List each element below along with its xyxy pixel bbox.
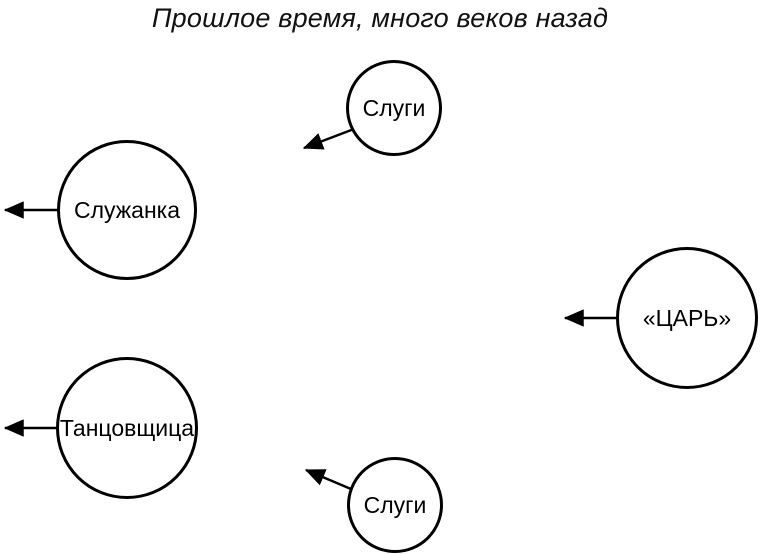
node-tsar-label: «ЦАРЬ» — [642, 304, 732, 331]
node-tantsovshchitsa: Танцовщица — [56, 357, 198, 499]
node-tantsovshchitsa-label: Танцовщица — [59, 414, 195, 441]
node-slugi-top: Слуги — [346, 60, 442, 156]
node-slugi-bottom-label: Слуги — [363, 491, 427, 518]
node-slugi-bottom: Слуги — [347, 457, 443, 553]
node-slugi-top-label: Слуги — [362, 94, 426, 121]
slugi-top-arrow — [302, 127, 355, 150]
slugi-bottom-arrow — [304, 468, 352, 491]
diagram-title: Прошлое время, много веков назад — [151, 3, 609, 33]
node-sluzhanka: Служанка — [57, 140, 197, 280]
node-sluzhanka-label: Служанка — [73, 196, 181, 223]
node-tsar: «ЦАРЬ» — [616, 247, 758, 389]
